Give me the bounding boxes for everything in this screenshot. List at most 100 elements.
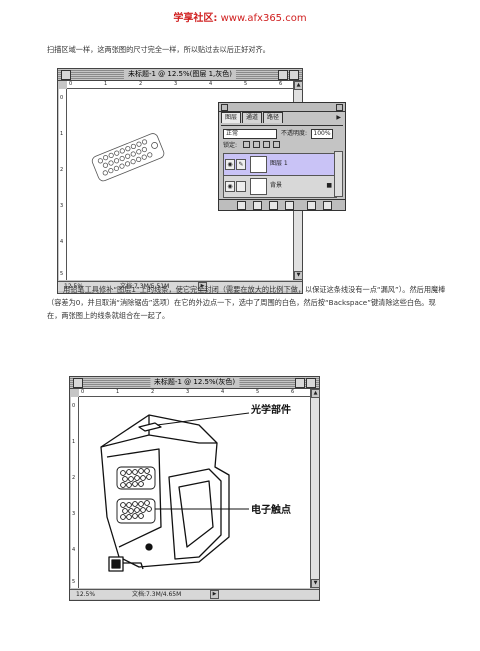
- new-set-icon[interactable]: [269, 201, 278, 210]
- tab-paths[interactable]: 路径: [263, 112, 284, 123]
- collapse-box-icon[interactable]: [336, 104, 343, 111]
- window-2-titlebar[interactable]: 未标题-1 @ 12.5%(灰色): [70, 377, 319, 389]
- lock-image-checkbox[interactable]: [253, 141, 260, 148]
- document-window-2: 未标题-1 @ 12.5%(灰色) 0 1 2 3 4 5 6 0 1 2 3 …: [69, 376, 320, 601]
- eye-icon[interactable]: ◉: [225, 159, 235, 170]
- close-icon[interactable]: [221, 104, 228, 111]
- brush-icon[interactable]: ✎: [236, 159, 246, 170]
- ruler-tick: 6: [279, 81, 283, 87]
- cartridge-drawing: [100, 412, 250, 572]
- callout-electronic-contacts: 电子触点: [251, 505, 291, 516]
- layer-thumbnail: [250, 156, 267, 173]
- ruler-tick: 5: [244, 81, 248, 87]
- trash-icon[interactable]: [323, 201, 332, 210]
- ruler-tick: 4: [221, 389, 225, 395]
- zoom-level[interactable]: 12.5%: [76, 591, 96, 598]
- palette-scrollbar[interactable]: [334, 151, 343, 197]
- scroll-up-icon[interactable]: ▲: [311, 389, 320, 398]
- window-2-canvas[interactable]: 光学部件 电子触点: [79, 397, 310, 588]
- palette-tabs: 图层通道路径: [221, 112, 284, 123]
- ruler-top: 0 1 2 3 4 5 6: [79, 389, 310, 397]
- ruler-tick: 0: [72, 403, 76, 409]
- window-1-titlebar[interactable]: 未标题-1 @ 12.5%(图层 1,灰色): [58, 69, 302, 81]
- ruler-tick: 0: [69, 81, 73, 87]
- status-menu-icon[interactable]: ▶: [210, 590, 219, 599]
- lock-transparency-checkbox[interactable]: [243, 141, 250, 148]
- layers-palette: 图层通道路径 ▶ 正常 不透明度: 100% 锁定: ◉ ✎ 图层 1 ◉ 背景…: [218, 102, 346, 211]
- ruler-tick: 2: [72, 475, 76, 481]
- ruler-tick: 2: [139, 81, 143, 87]
- collapse-box-icon[interactable]: [289, 70, 299, 80]
- palette-buttons: [219, 199, 345, 210]
- callout-optical-part: 光学部件: [251, 405, 291, 416]
- ruler-tick: 3: [72, 511, 76, 517]
- opacity-label: 不透明度:: [281, 130, 308, 137]
- page-header: 学享社区: www.afx365.com: [0, 9, 480, 24]
- adjustment-layer-icon[interactable]: [285, 201, 294, 210]
- site-logo: 学享社区:: [173, 13, 218, 24]
- collapse-box-icon[interactable]: [306, 378, 316, 388]
- ruler-tick: 3: [174, 81, 178, 87]
- window-1-title: 未标题-1 @ 12.5%(图层 1,灰色): [123, 69, 237, 80]
- close-icon[interactable]: [73, 378, 83, 388]
- document-size[interactable]: 文档:7.3M/4.65M: [132, 591, 182, 598]
- layer-row[interactable]: ◉ ✎ 图层 1: [223, 153, 337, 176]
- ruler-tick: 3: [186, 389, 190, 395]
- ruler-tick: 4: [72, 547, 76, 553]
- status-menu-icon[interactable]: ▶: [198, 282, 207, 291]
- ruler-tick: 4: [209, 81, 213, 87]
- window-2-statusbar: 12.5% 文档:7.3M/4.65M ▶: [70, 589, 319, 599]
- ruler-tick: 1: [60, 131, 64, 137]
- blend-mode-select[interactable]: 正常: [223, 129, 277, 139]
- lock-position-checkbox[interactable]: [263, 141, 270, 148]
- layer-thumbnail: [250, 178, 267, 195]
- ruler-left: 0 1 2 3 4 5: [59, 89, 67, 280]
- scroll-up-icon[interactable]: ▲: [294, 81, 303, 90]
- ruler-tick: 5: [72, 579, 76, 585]
- palette-menu-icon[interactable]: ▶: [336, 114, 341, 121]
- palette-titlebar[interactable]: [219, 103, 345, 112]
- lock-options: [243, 141, 283, 150]
- new-layer-icon[interactable]: [307, 201, 316, 210]
- window-2-title: 未标题-1 @ 12.5%(灰色): [149, 377, 240, 388]
- tab-layers[interactable]: 图层: [221, 112, 242, 123]
- layer-style-icon[interactable]: [237, 201, 246, 210]
- layer-row[interactable]: ◉ 背景 ■: [223, 175, 337, 198]
- zoom-level[interactable]: 12.5%: [64, 283, 84, 290]
- ruler-top: 0 1 2 3 4 5 6: [67, 81, 293, 89]
- ruler-tick: 0: [60, 95, 64, 101]
- zoom-box-icon[interactable]: [278, 70, 288, 80]
- layer-mask-icon[interactable]: [253, 201, 262, 210]
- ruler-tick: 5: [60, 271, 64, 277]
- connector-sketch: [91, 133, 165, 182]
- site-url[interactable]: www.afx365.com: [220, 13, 307, 24]
- link-icon[interactable]: [236, 181, 246, 192]
- ruler-tick: 3: [60, 203, 64, 209]
- ruler-tick: 2: [60, 167, 64, 173]
- ruler-left: 0 1 2 3 4 5: [71, 397, 79, 588]
- ruler-tick: 1: [116, 389, 120, 395]
- layer-name: 背景: [270, 182, 283, 189]
- lock-icon: ■: [326, 182, 332, 189]
- palette-options-row: 正常 不透明度: 100%: [221, 125, 343, 140]
- ruler-tick: 1: [104, 81, 108, 87]
- tab-channels[interactable]: 通道: [242, 112, 263, 123]
- document-size[interactable]: 文档:7.3M/5.51M: [120, 283, 170, 290]
- ruler-tick: 2: [151, 389, 155, 395]
- ruler-tick: 5: [256, 389, 260, 395]
- window-1-statusbar: 12.5% 文档:7.3M/5.51M ▶: [58, 281, 302, 291]
- scroll-down-icon[interactable]: ▼: [311, 579, 320, 588]
- eye-icon[interactable]: ◉: [225, 181, 235, 192]
- close-icon[interactable]: [61, 70, 71, 80]
- lock-label: 锁定:: [223, 142, 238, 149]
- window-2-vscrollbar[interactable]: ▲ ▼: [310, 389, 320, 588]
- lock-all-checkbox[interactable]: [273, 141, 280, 148]
- layer-name: 图层 1: [270, 160, 288, 167]
- ruler-tick: 4: [60, 239, 64, 245]
- paragraph-2: 用铅笔工具修补“图层1”上的线条，使它完全封闭（需要在放大的比例下做，以保证这条…: [47, 285, 446, 320]
- ruler-tick: 1: [72, 439, 76, 445]
- opacity-field[interactable]: 100%: [311, 129, 333, 139]
- scroll-down-icon[interactable]: ▼: [294, 271, 303, 280]
- ruler-tick: 0: [81, 389, 85, 395]
- zoom-box-icon[interactable]: [295, 378, 305, 388]
